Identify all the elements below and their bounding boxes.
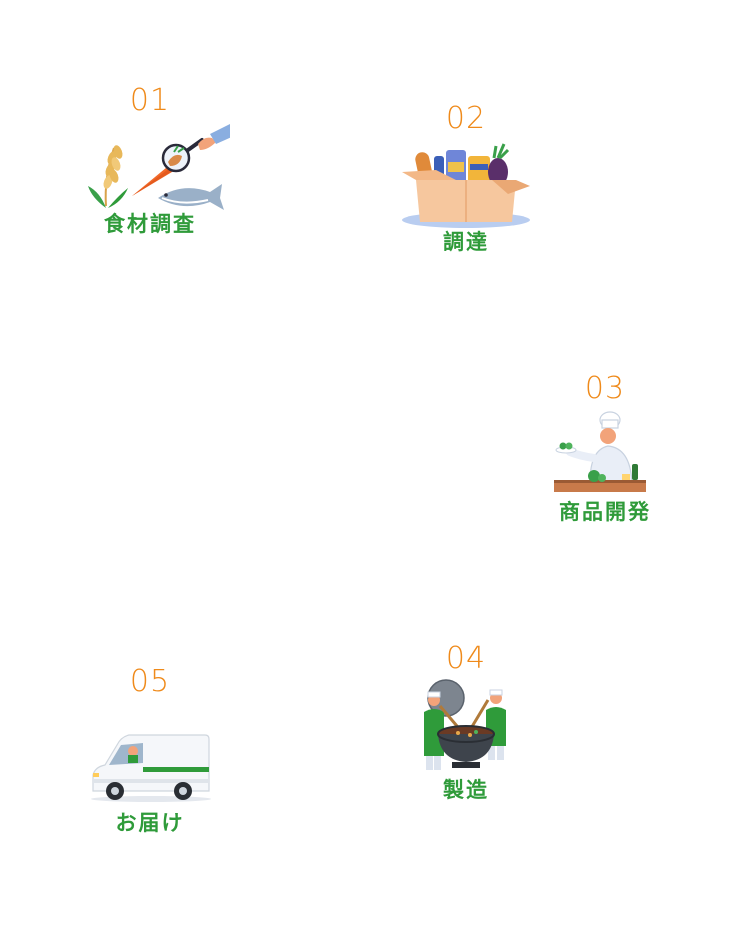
chef-development-icon — [554, 411, 646, 492]
step-03: 03 商品開発 — [505, 372, 705, 526]
step-number: 01 — [129, 83, 171, 118]
step-number: 05 — [129, 664, 171, 699]
step-04: 04 製造 — [366, 642, 566, 804]
step-05: 05 お届け — [50, 665, 250, 837]
cooking-pot-icon — [424, 679, 506, 770]
step-01: 01 食材調査 — [50, 84, 250, 238]
step-number: 02 — [445, 101, 487, 136]
delivery-van-icon — [91, 734, 211, 802]
step-label: 食材調査 — [104, 212, 196, 236]
step-02: 02 調達 — [366, 102, 566, 256]
ingredient-research-icon — [88, 124, 230, 210]
procurement-box-icon — [402, 143, 530, 228]
step-label: 商品開発 — [559, 500, 651, 524]
step-number: 04 — [445, 641, 487, 676]
step-label: お届け — [115, 811, 185, 835]
step-number: 03 — [584, 371, 626, 406]
step-label: 製造 — [443, 778, 489, 802]
step-label: 調達 — [443, 230, 489, 254]
